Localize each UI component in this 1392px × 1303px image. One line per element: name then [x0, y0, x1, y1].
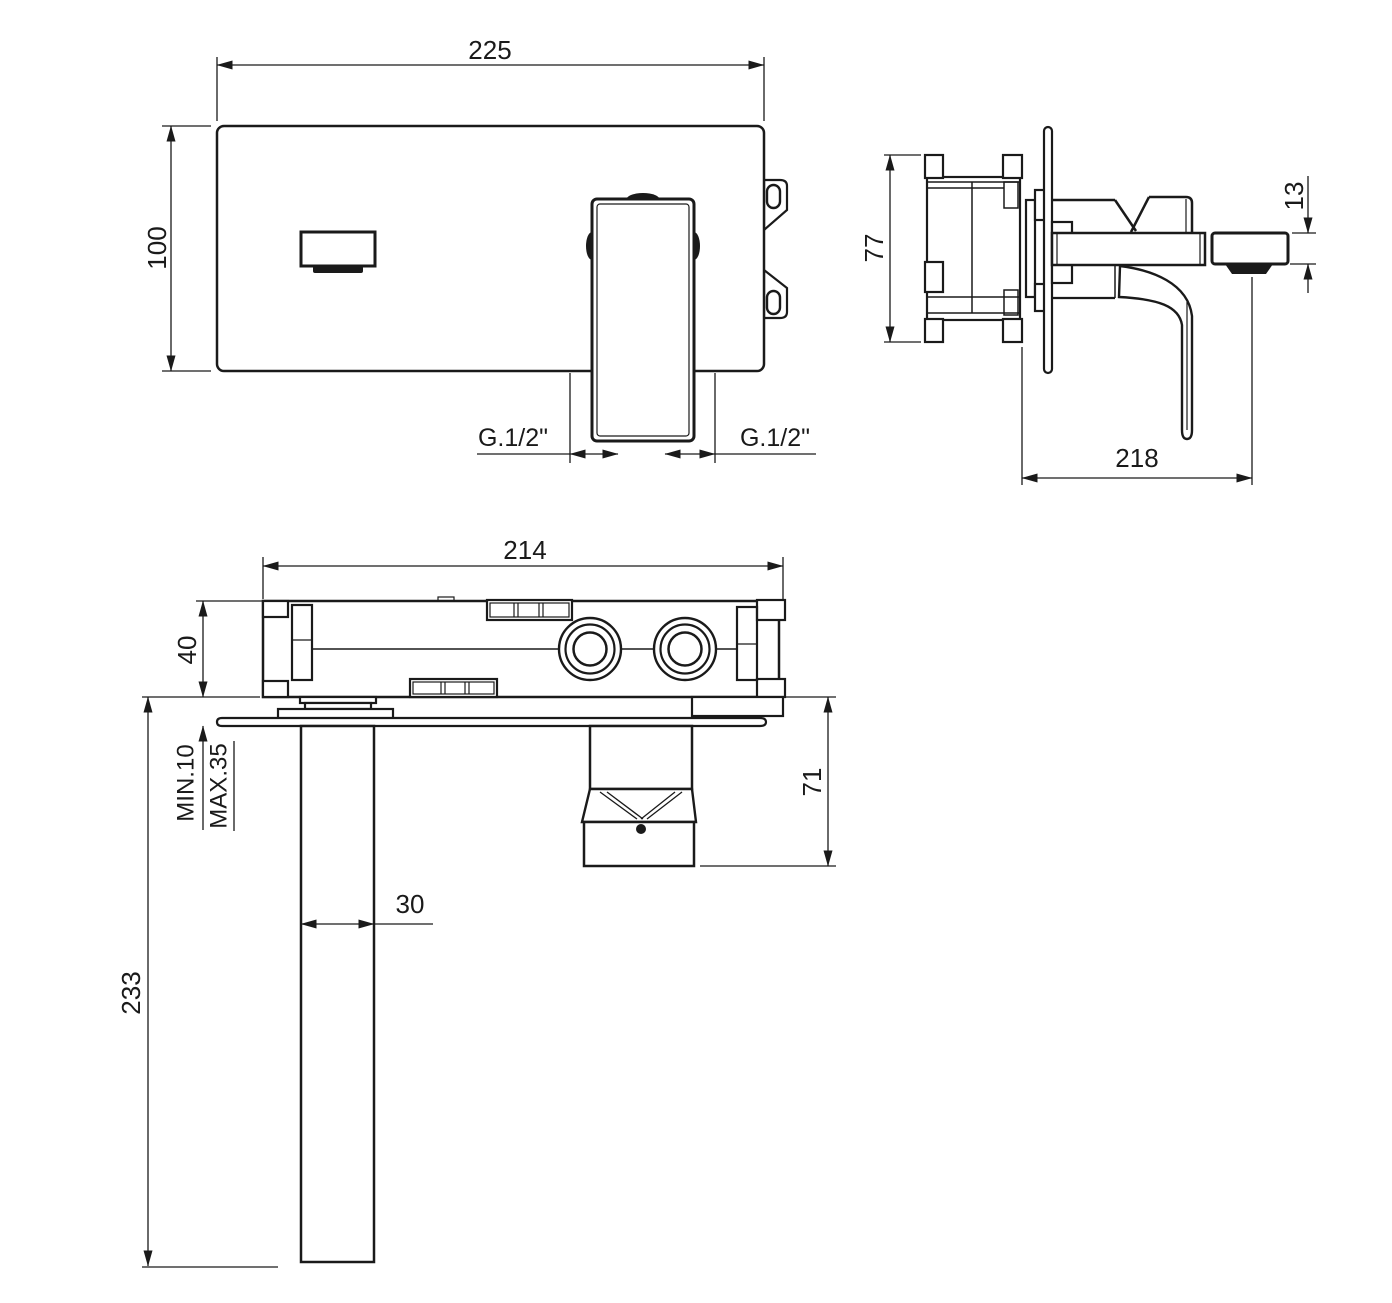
- dim-label: 214: [503, 535, 546, 565]
- pivot-pin-icon: [636, 824, 646, 834]
- handle-topview: [580, 724, 698, 868]
- dim-side-spout-height: 13: [1279, 176, 1316, 293]
- dim-top-depth: 40: [142, 600, 262, 698]
- dim-top-width: 214: [262, 535, 784, 599]
- flange-side: [1024, 188, 1047, 313]
- dim-label: 233: [116, 971, 146, 1014]
- top-view: 214 40 MIN.10 MAX.35 71 30: [116, 535, 836, 1268]
- side-view: 77 13 218: [859, 125, 1316, 485]
- dim-label: 71: [797, 768, 827, 797]
- lever-base-side: [1052, 195, 1194, 233]
- dim-label: 30: [396, 889, 425, 919]
- dim-side-reach: 218: [1021, 277, 1253, 485]
- wall-max-label: MAX.35: [206, 743, 233, 828]
- dim-label: 40: [172, 636, 202, 665]
- mounting-slot-icon: [765, 289, 782, 316]
- dim-label: 77: [859, 234, 889, 263]
- spout-nozzle-side: [1210, 231, 1290, 274]
- dim-thread-right: G.1/2": [664, 373, 816, 463]
- dim-label: 225: [468, 35, 511, 65]
- inlet-port-right: [652, 616, 718, 682]
- wall-plate-topview: [215, 716, 768, 728]
- dim-handle-projection: 71: [700, 696, 836, 867]
- spout-mount-top: [276, 695, 395, 722]
- dim-spout-length: 233: [116, 696, 278, 1268]
- front-view: 225 100 G.1/2" G.1/2": [142, 35, 816, 463]
- dim-label: 13: [1279, 182, 1309, 211]
- dim-label: 100: [142, 226, 172, 269]
- dim-spout-width: 30: [300, 889, 433, 929]
- spout-tube-topview: [299, 724, 376, 1264]
- dim-side-body-height: 77: [859, 154, 921, 343]
- thread-label: G.1/2": [478, 424, 548, 452]
- lever-arm-side: [1052, 264, 1194, 441]
- clip-block-bottom: [408, 677, 499, 699]
- mounting-tab-top: [762, 178, 789, 233]
- mounting-tab-bottom: [762, 267, 789, 320]
- dim-thread-left: G.1/2": [477, 373, 619, 463]
- spout-front: [299, 230, 377, 273]
- thread-label: G.1/2": [740, 424, 810, 452]
- mounting-slot-icon: [765, 183, 782, 210]
- dim-wall-range: MIN.10 MAX.35: [173, 725, 235, 831]
- dim-label: 218: [1115, 443, 1158, 473]
- dim-front-width: 225: [216, 35, 765, 121]
- clip-block-top: [485, 598, 574, 622]
- dim-front-height: 100: [142, 125, 211, 372]
- handle-front: [586, 193, 700, 443]
- handle-escutcheon-top: [690, 695, 785, 718]
- inlet-port-left: [557, 616, 623, 682]
- rough-in-body-side: [923, 153, 1024, 344]
- spout-side: [1050, 231, 1207, 267]
- wall-min-label: MIN.10: [173, 744, 200, 821]
- rough-in-box-top: [261, 596, 787, 699]
